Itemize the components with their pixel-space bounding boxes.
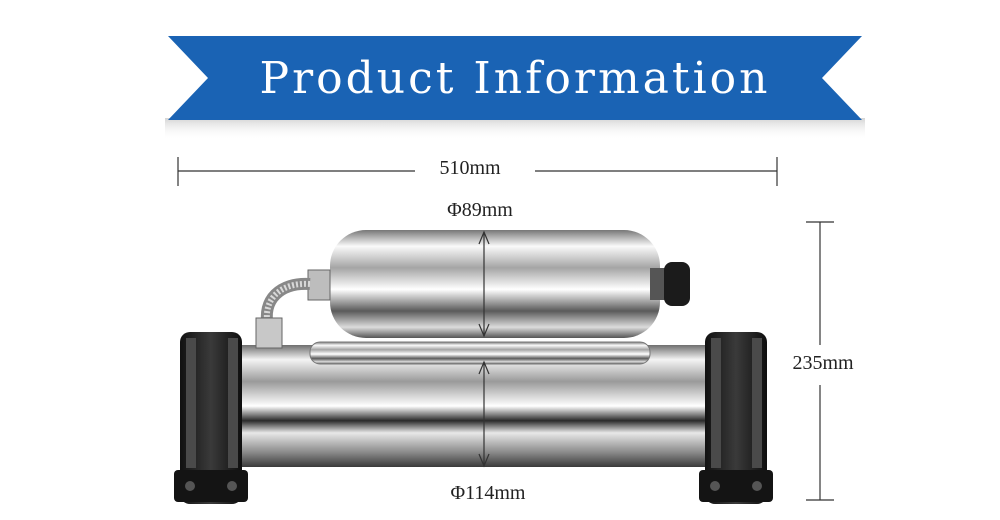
- height-label: 235mm: [792, 352, 854, 374]
- height-dimension-line: [806, 221, 834, 501]
- small-diameter-label: Φ89mm: [447, 199, 513, 221]
- banner-title: Product Information: [259, 52, 771, 104]
- pre-filter-tube: [307, 230, 690, 338]
- flexible-hose: [255, 277, 311, 349]
- banner-ribbon: [165, 36, 865, 140]
- length-dimension-line: [177, 157, 778, 186]
- left-mounting-clamp: [174, 332, 248, 504]
- small-diameter-arrow: [478, 230, 490, 338]
- main-filter-tube: [200, 345, 760, 467]
- length-label: 510mm: [439, 157, 501, 179]
- title-banner: Product Information: [0, 0, 1000, 140]
- mounting-bar: [309, 341, 651, 365]
- large-diameter-arrow: [478, 360, 490, 468]
- right-mounting-clamp: [699, 332, 773, 504]
- large-diameter-label: Φ114mm: [450, 482, 526, 504]
